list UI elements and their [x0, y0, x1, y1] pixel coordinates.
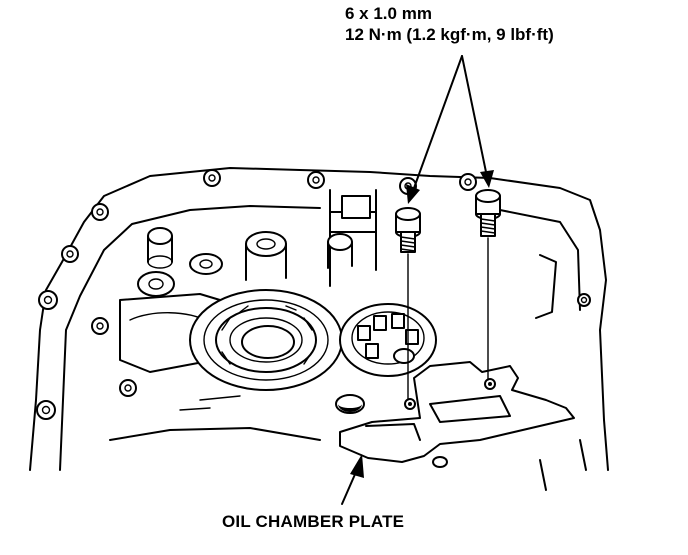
oil-pump-gear — [339, 303, 437, 377]
oil-chamber-plate — [335, 361, 575, 463]
flange-bolt-left — [395, 207, 421, 401]
main-bearing — [189, 289, 343, 391]
plate-callout-arrow — [341, 454, 364, 505]
oil-chamber-plate-label: OIL CHAMBER PLATE — [222, 512, 405, 531]
lower-housing — [109, 395, 587, 491]
bolt-torque-label: 12 N·m (1.2 kgf·m, 9 lbf·ft) — [345, 25, 554, 44]
transmission-case — [29, 167, 609, 471]
perimeter-boss-holes — [36, 169, 591, 420]
bolt-callout-arrows — [406, 55, 494, 204]
bolt-size-label: 6 x 1.0 mm — [345, 4, 432, 23]
flange-bolt-right — [475, 189, 501, 381]
